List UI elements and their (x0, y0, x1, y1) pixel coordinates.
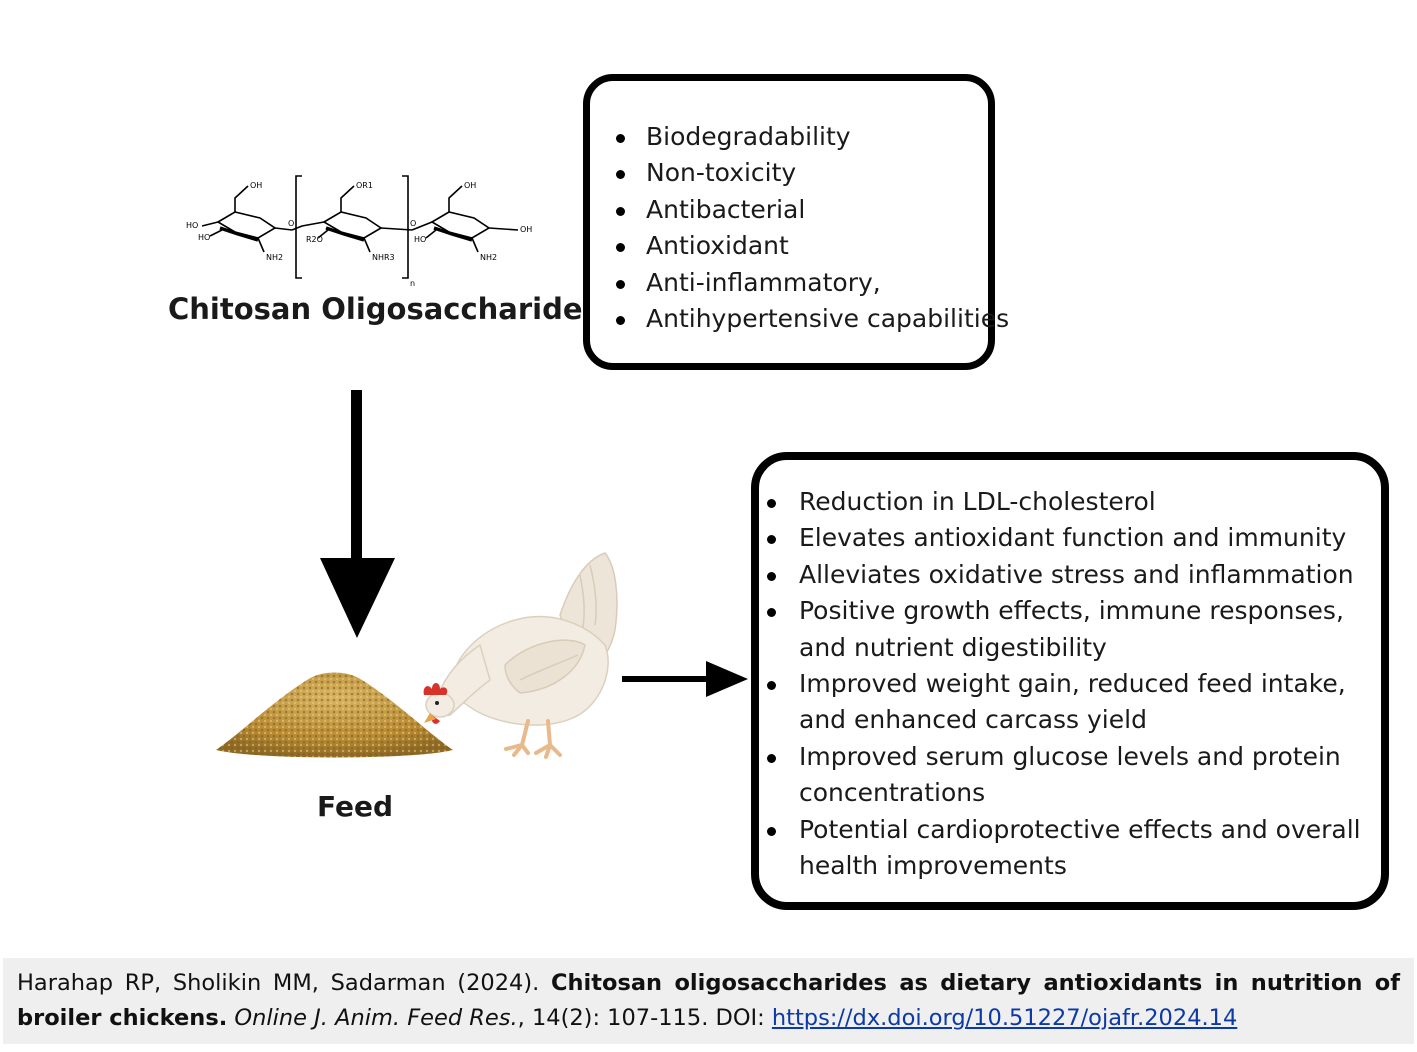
benefits-list: Reduction in LDL-cholesterol Elevates an… (765, 484, 1385, 884)
down-arrow-icon (320, 390, 395, 638)
atom-or1: OR1 (356, 181, 373, 190)
benefits-box: Reduction in LDL-cholesterol Elevates an… (751, 452, 1389, 910)
benefit-item: Alleviates oxidative stress and inflamma… (765, 557, 1385, 593)
property-item: Antibacterial (612, 192, 1009, 228)
atom-ho-1: HO (186, 221, 198, 230)
atom-oh-2: OH (464, 181, 476, 190)
feed-label: Feed (316, 790, 393, 823)
benefit-item: Elevates antioxidant function and immuni… (765, 520, 1385, 556)
atom-nh2-1: NH2 (266, 253, 283, 262)
properties-box: Biodegradability Non-toxicity Antibacter… (583, 74, 1009, 370)
property-item: Anti-inflammatory, (612, 265, 1009, 301)
feed-pile-image (216, 672, 453, 758)
doi-link[interactable]: https://dx.doi.org/10.51227/ojafr.2024.1… (771, 1005, 1238, 1031)
citation: Harahap RP, Sholikin MM, Sadarman (2024)… (3, 958, 1414, 1044)
atom-r2o: R2O (306, 235, 323, 244)
atom-o-1: O (288, 219, 294, 228)
property-item: Antihypertensive capabilities (612, 301, 1009, 337)
right-arrow-icon (622, 661, 748, 697)
benefit-item: Potential cardioprotective effects and o… (765, 812, 1385, 885)
compound-label: Chitosan Oligosaccharide (168, 292, 583, 326)
property-item: Antioxidant (612, 228, 1009, 264)
chitosan-oligosaccharide-structure: OH HO HO NH2 O OR1 R2O NHR3 O OH HO NH2 … (186, 175, 532, 288)
atom-ho-3: HO (414, 235, 426, 244)
benefit-item: Reduction in LDL-cholesterol (765, 484, 1385, 520)
chicken-image (423, 552, 618, 759)
atom-oh-1: OH (250, 181, 262, 190)
citation-authors: Harahap RP, Sholikin MM, Sadarman (2024)… (17, 970, 551, 996)
atom-oh-3: OH (520, 225, 532, 234)
atom-o-2: O (410, 219, 416, 228)
atom-nh2-2: NH2 (480, 253, 497, 262)
atom-ho-2: HO (198, 233, 210, 242)
benefit-item: Positive growth effects, immune response… (765, 593, 1385, 666)
atom-n-subscript: n (410, 279, 415, 288)
properties-list: Biodegradability Non-toxicity Antibacter… (612, 119, 1009, 337)
property-item: Biodegradability (612, 119, 1009, 155)
benefit-item: Improved weight gain, reduced feed intak… (765, 666, 1385, 739)
citation-title: Chitosan oligosaccharides as dietary ant… (17, 970, 1400, 1031)
atom-nhr3: NHR3 (372, 253, 395, 262)
citation-journal: Online J. Anim. Feed Res. (234, 1005, 518, 1031)
property-item: Non-toxicity (612, 155, 1009, 191)
citation-volume-pages: , 14(2): 107-115. DOI: (517, 1005, 772, 1031)
benefit-item: Improved serum glucose levels and protei… (765, 739, 1385, 812)
